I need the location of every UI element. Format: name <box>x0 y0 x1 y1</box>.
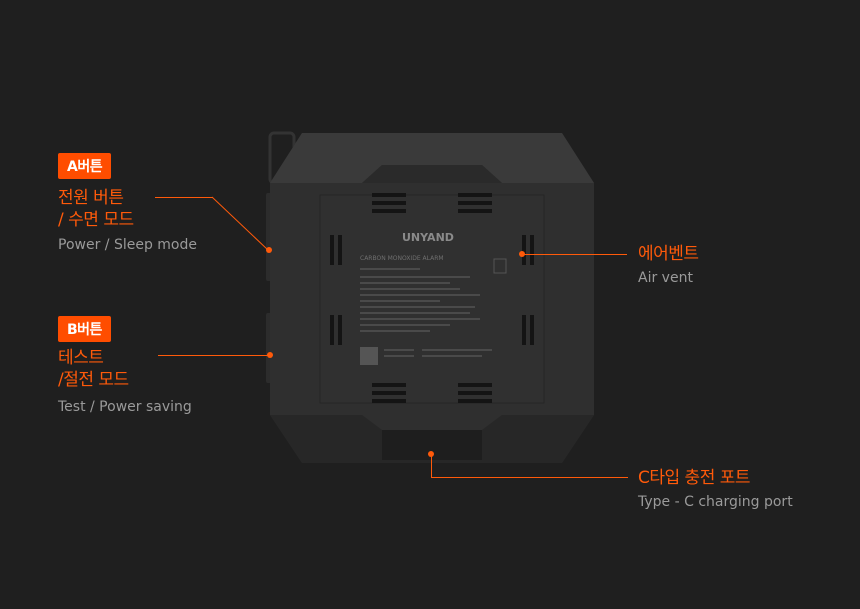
a-button-subtitle: Power / Sleep mode <box>58 237 197 253</box>
co-alarm-device: UNYAND CARBON MONOXIDE ALARM <box>266 131 594 463</box>
b-button-marker <box>267 352 273 358</box>
vent-slots <box>330 193 534 403</box>
b-button-title-line2: /절전 모드 <box>58 370 129 390</box>
b-button-leader-line <box>158 355 270 356</box>
device-model: CARBON MONOXIDE ALARM <box>360 255 444 262</box>
a-button-leader-line <box>155 197 213 198</box>
a-button-leader-diagonal <box>211 196 269 251</box>
a-button-title-line1: 전원 버튼 <box>58 188 124 208</box>
b-button-subtitle: Test / Power saving <box>58 399 192 415</box>
charging-port-leader-vertical <box>431 454 432 478</box>
b-button-title-line1: 테스트 <box>58 348 104 368</box>
b-button-badge: B버튼 <box>58 316 111 342</box>
air-vent-subtitle: Air vent <box>638 270 693 286</box>
charging-port-leader-horizontal <box>431 477 628 478</box>
a-button-marker <box>266 247 272 253</box>
a-button-title-line2: / 수면 모드 <box>58 210 134 230</box>
device-brand: UNYAND <box>402 231 454 244</box>
air-vent-leader-line <box>522 254 627 255</box>
charging-port-title: C타입 충전 포트 <box>638 468 751 488</box>
charging-port-subtitle: Type - C charging port <box>638 494 793 510</box>
air-vent-title: 에어벤트 <box>638 244 699 264</box>
a-button-badge: A버튼 <box>58 153 112 179</box>
